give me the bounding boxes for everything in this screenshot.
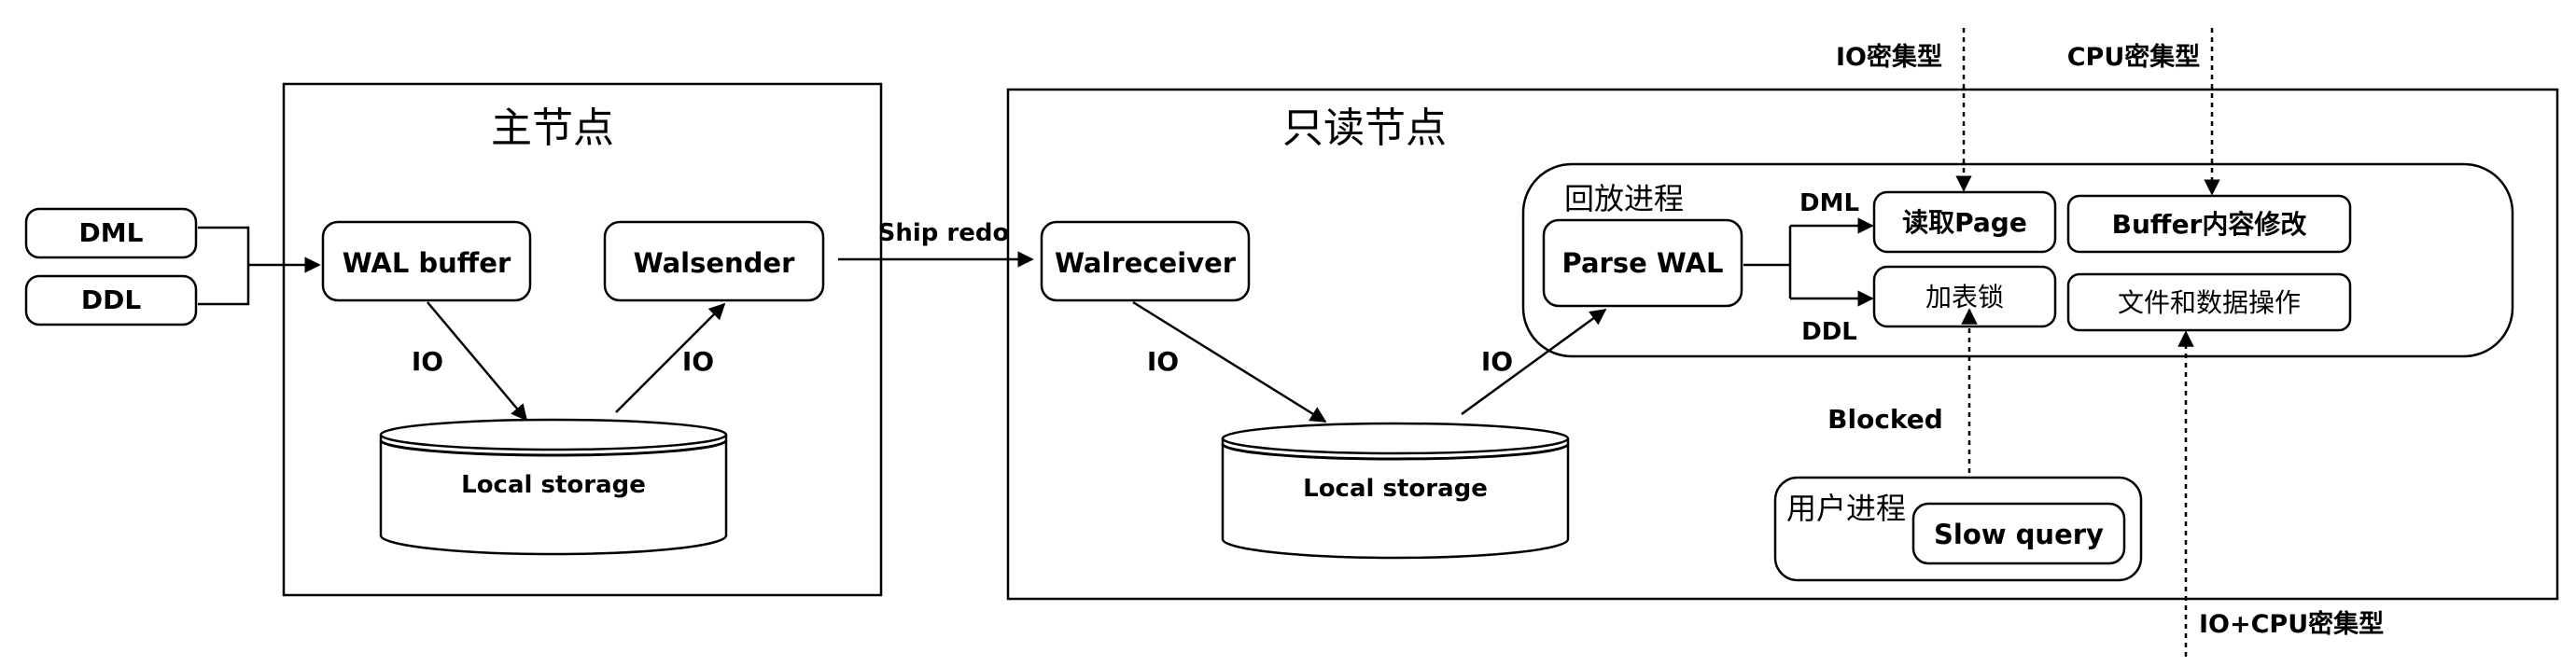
read-page-label: 读取Page (1902, 207, 2027, 238)
parse-wal-label: Parse WAL (1562, 247, 1724, 279)
primary-storage-label: Local storage (461, 471, 646, 499)
replica-io-read-arrow (1461, 308, 1607, 416)
slow-query-box (1911, 502, 2126, 565)
user-process-title: 用户进程 (1786, 491, 1906, 526)
io-cpu-intensive-label: IO+CPU密集型 (2199, 609, 2384, 639)
input-bracket (198, 226, 250, 306)
io-intensive-label: IO密集型 (1836, 42, 1942, 72)
slow-query-label: Slow query (1934, 519, 2104, 550)
replica-storage-label: Local storage (1303, 475, 1488, 503)
primary-storage-cylinder (379, 418, 728, 556)
walreceiver-box (1040, 220, 1251, 302)
ddl-input-label: DDL (81, 284, 141, 315)
replica-io-read-label: IO (1481, 346, 1513, 377)
primary-io-write-arrow (427, 301, 528, 422)
primary-node-frame (282, 82, 883, 597)
lock-table-label: 加表锁 (1925, 282, 2004, 312)
primary-io-read-arrow (615, 302, 726, 413)
buffer-modify-box (2066, 194, 2352, 254)
cpu-intensive-label: CPU密集型 (2067, 42, 2201, 72)
walsender-box (603, 220, 825, 302)
ship-redo-label: Ship redo (878, 219, 1010, 247)
walreceiver-label: Walreceiver (1055, 247, 1237, 279)
buffer-modify-label: Buffer内容修改 (2112, 209, 2307, 240)
replica-storage-cylinder (1221, 422, 1570, 560)
primary-io-write-label: IO (412, 346, 443, 377)
read-page-box (1872, 190, 2057, 254)
primary-io-read-label: IO (682, 346, 714, 377)
primary-node-title: 主节点 (491, 104, 614, 152)
dml-input-box (24, 207, 198, 259)
replica-node-title: 只读节点 (1282, 104, 1447, 152)
parse-wal-box (1542, 218, 1743, 308)
file-data-ops-box (2066, 272, 2352, 332)
dml-input-label: DML (79, 217, 144, 248)
replay-process-title: 回放进程 (1564, 181, 1684, 216)
file-data-ops-label: 文件和数据操作 (2118, 287, 2301, 318)
replica-io-write-label: IO (1147, 346, 1179, 377)
dml-branch-label: DML (1799, 189, 1859, 217)
replica-node-frame (1006, 88, 2559, 601)
ddl-branch-label: DDL (1801, 318, 1857, 346)
wal-buffer-label: WAL buffer (343, 247, 511, 279)
walsender-label: Walsender (634, 247, 795, 279)
replay-process-frame (1521, 162, 2514, 358)
ddl-input-box (24, 274, 198, 326)
replica-io-write-arrow (1132, 300, 1327, 423)
wal-buffer-box (321, 220, 532, 302)
blocked-label: Blocked (1827, 404, 1943, 435)
